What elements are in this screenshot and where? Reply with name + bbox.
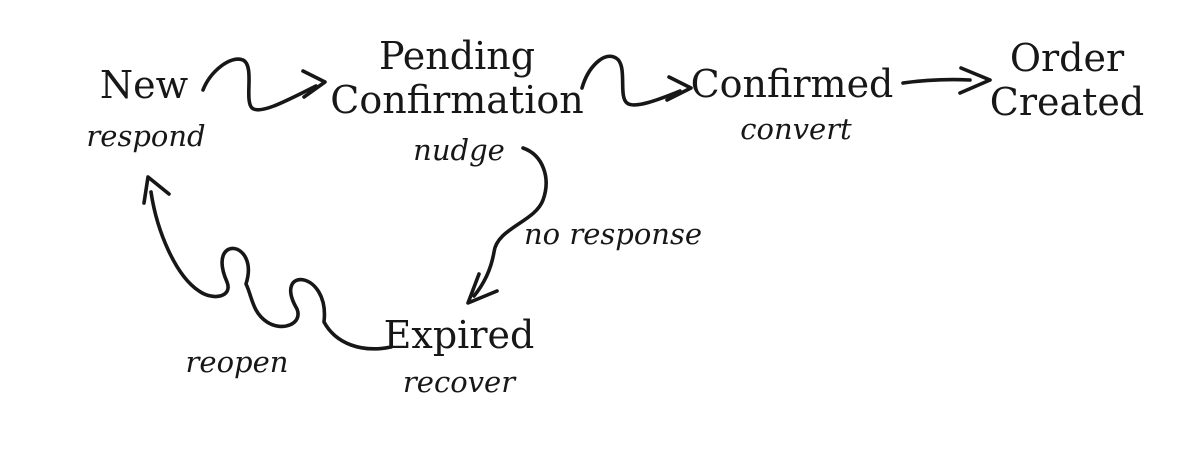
state-pending-label-line1: Pending [378,34,536,78]
state-confirmed-label: Confirmed [690,62,894,106]
arrow-shaft [901,77,972,85]
arrow-shaft [580,54,682,107]
state-new: New [100,63,188,107]
state-expired: Expired [384,313,535,357]
state-confirmed-action: convert [740,112,852,146]
transition-reopen-label: reopen [185,345,289,379]
state-expired-label: Expired [383,313,535,357]
arrowhead-icon [301,69,327,99]
transition-no-response-label: no response [523,217,703,251]
arrow-expired-to-new [142,175,393,351]
state-confirmed: Confirmed [691,62,894,106]
state-order-label-line1: Order [1009,36,1125,80]
state-pending-action: nudge [413,133,505,167]
arrow-pending-to-confirmed [580,54,693,107]
state-order-label-line2: Created [989,80,1145,124]
arrowhead-icon [665,75,693,102]
state-pending-confirmation: Pending Confirmation [330,34,583,122]
state-order-created: Order Created [990,36,1144,124]
arrow-confirmed-to-order [901,66,992,95]
state-new-label: New [99,63,189,107]
arrow-shaft [472,146,548,298]
arrow-shaft [149,190,393,351]
arrowhead-icon [958,66,992,95]
arrowhead-icon [466,272,499,305]
state-new-action: respond [86,119,206,153]
arrow-shaft [201,57,318,112]
arrow-new-to-pending [201,57,327,112]
arrowhead-icon [142,175,171,205]
state-expired-action: recover [402,365,516,399]
state-pending-label-line2: Confirmation [330,78,584,122]
arrow-pending-to-expired [466,146,548,305]
